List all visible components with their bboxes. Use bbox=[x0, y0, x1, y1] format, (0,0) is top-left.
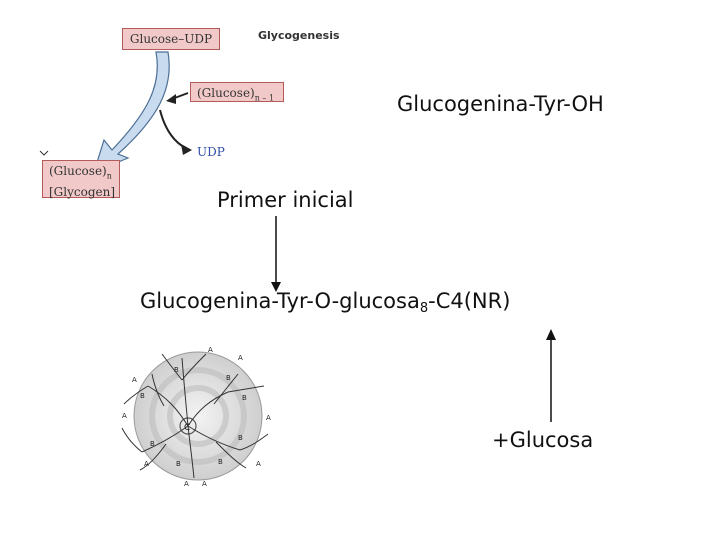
glycogenesis-inset: Glucose–UDP Glycogenesis (Glucose)n – 1 … bbox=[0, 0, 360, 210]
glycogen-particle: A A A A A A A A A B B B B B B B B C bbox=[121, 346, 271, 488]
residue-label-a5: A bbox=[266, 414, 271, 422]
glucose-n-label: (Glucose) bbox=[49, 164, 107, 178]
residue-label-b8: B bbox=[218, 458, 223, 466]
udp-label: UDP bbox=[197, 145, 225, 159]
residue-label-a8: A bbox=[184, 480, 189, 488]
glucogenina-main-text: Glucogenina-Tyr-O-glucosa bbox=[140, 289, 420, 313]
glucogenina-tail-text: -C4(NR) bbox=[428, 289, 511, 313]
glucosa-subscript: 8 bbox=[419, 301, 429, 316]
residue-label-b3: B bbox=[140, 392, 145, 400]
glucose-n1-subscript: n – 1 bbox=[254, 93, 275, 103]
glucose-n-subscript: n bbox=[106, 171, 112, 181]
residue-label-a6: A bbox=[144, 460, 149, 468]
residue-label-a1: A bbox=[208, 346, 213, 354]
residue-label-a4: A bbox=[122, 412, 127, 420]
glucosa-label: +Glucosa bbox=[492, 428, 594, 452]
residue-label-a7: A bbox=[256, 460, 261, 468]
glucogenina-glucosa-label: Glucogenina-Tyr-O-glucosa8-C4(NR) bbox=[140, 289, 510, 316]
glucose-n1-label: (Glucose) bbox=[197, 86, 255, 100]
glycogen-label: [Glycogen] bbox=[49, 185, 116, 200]
glycogen-box: (Glucose)n [Glycogen] bbox=[42, 160, 120, 200]
up-arrow-head bbox=[546, 329, 556, 340]
glycogenesis-label: Glycogenesis bbox=[258, 29, 340, 42]
glucose-udp-box: Glucose–UDP bbox=[122, 28, 220, 50]
residue-label-b2: B bbox=[226, 374, 231, 382]
primer-inicial-label: Primer inicial bbox=[217, 188, 354, 212]
glucogenina-tyr-oh-label: Glucogenina-Tyr-OH bbox=[397, 92, 604, 116]
glucose-n1-box: (Glucose)n – 1 bbox=[190, 82, 284, 102]
residue-label-a9: A bbox=[202, 480, 207, 488]
residue-label-a2: A bbox=[238, 354, 243, 362]
residue-label-b1: B bbox=[174, 366, 179, 374]
residue-label-b5: B bbox=[150, 440, 155, 448]
residue-label-b4: B bbox=[242, 394, 247, 402]
residue-label-b7: B bbox=[176, 460, 181, 468]
glucose-udp-label: Glucose–UDP bbox=[129, 32, 213, 46]
residue-label-a3: A bbox=[132, 376, 137, 384]
residue-label-b6: B bbox=[238, 434, 243, 442]
down-arrow-head bbox=[271, 282, 281, 292]
residue-label-c: C bbox=[184, 423, 190, 433]
